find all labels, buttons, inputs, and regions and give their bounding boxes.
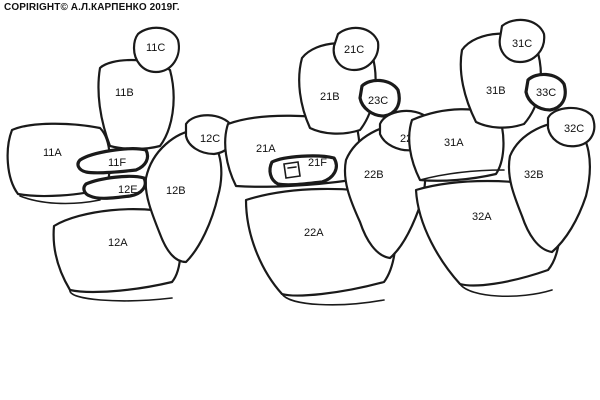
part-12E	[82, 174, 147, 200]
part-23C	[358, 78, 401, 118]
part-11B	[97, 59, 175, 151]
label-12E: 12E	[118, 184, 138, 196]
label-21B: 21B	[320, 91, 340, 103]
label-12B: 12B	[166, 185, 186, 197]
label-21C: 21C	[344, 44, 364, 56]
label-23C: 23C	[368, 95, 388, 107]
copyright-notice: COPIRIGHT© А.Л.КАРПЕНКО 2019Г.	[4, 2, 180, 13]
label-11F: 11F	[108, 157, 126, 169]
label-12C: 12C	[200, 133, 220, 145]
part-33C	[524, 72, 567, 112]
label-32B: 32B	[524, 169, 544, 181]
label-11A: 11A	[43, 147, 62, 159]
part-32C	[546, 106, 596, 148]
part-31C	[498, 18, 546, 64]
part-21C	[332, 26, 380, 72]
label-12A: 12A	[108, 237, 128, 249]
seat-group-3: 31C 31B 33C 32C 31A 32B 32A	[408, 18, 596, 297]
label-32C: 32C	[564, 123, 584, 135]
label-31C: 31C	[512, 38, 532, 50]
label-11C: 11C	[146, 42, 165, 54]
label-32A: 32A	[472, 211, 492, 223]
part-12A	[52, 208, 182, 293]
label-31A: 31A	[444, 137, 464, 149]
label-22A: 22A	[304, 227, 324, 239]
label-21A: 21A	[256, 143, 276, 155]
label-11B: 11B	[115, 87, 134, 99]
part-11C	[132, 26, 180, 74]
part-11F	[76, 147, 150, 175]
label-22B: 22B	[364, 169, 384, 181]
label-31B: 31B	[486, 85, 506, 97]
seat-group-2: 21C 21B 23C 22C 21A 21F 22B 22A	[224, 26, 433, 306]
label-21F: 21F	[308, 157, 327, 169]
cupholder-icon	[283, 161, 301, 179]
label-33C: 33C	[536, 87, 556, 99]
seat-group-1: 11C 11B 11A 11F 12E 12C 12B 12A	[6, 26, 235, 302]
